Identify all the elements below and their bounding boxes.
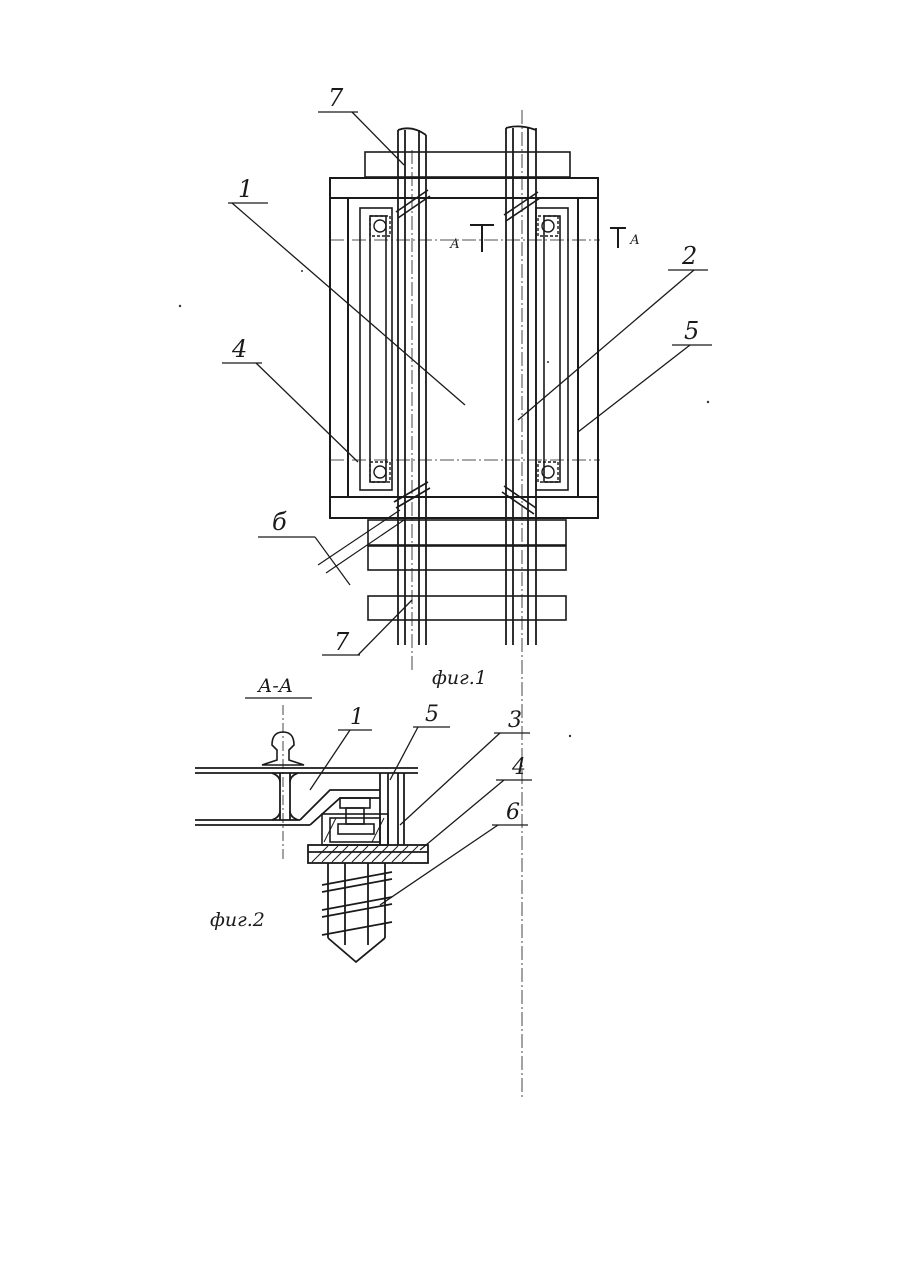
- callout-2: 2: [681, 242, 697, 270]
- figure-2: А-А: [195, 675, 532, 962]
- callout-5: 5: [684, 317, 699, 345]
- figure-1: А А б 7 1 4 2 5 7 ф: [222, 84, 712, 1100]
- rail-joints: [394, 190, 540, 514]
- fig2-callout-6: 6: [506, 800, 520, 825]
- beam: [195, 768, 418, 825]
- fig2-leader-lines: [310, 727, 532, 905]
- callout-b: б: [272, 508, 287, 536]
- callout-7-bottom: 7: [334, 628, 350, 656]
- post: [380, 773, 404, 845]
- fig2-callout-5: 5: [425, 702, 439, 727]
- sleepers: [365, 152, 570, 620]
- figure-2-caption: фиг.2: [210, 909, 265, 931]
- section-mark-right: А: [629, 233, 640, 248]
- fig2-callout-3: 3: [508, 708, 522, 733]
- section-arrows: [470, 225, 626, 252]
- figure-1-caption: фиг.1: [432, 667, 487, 689]
- section-mark-left: А: [449, 237, 460, 252]
- fig2-callout-1: 1: [350, 705, 364, 730]
- fig2-callout-4: 4: [511, 755, 526, 780]
- callout-4: 4: [231, 335, 247, 363]
- section-title: А-А: [256, 675, 293, 697]
- leader-lines: [222, 112, 712, 655]
- callout-1: 1: [238, 175, 253, 203]
- screw-pile: [322, 863, 392, 962]
- callout-7-top: 7: [328, 84, 344, 112]
